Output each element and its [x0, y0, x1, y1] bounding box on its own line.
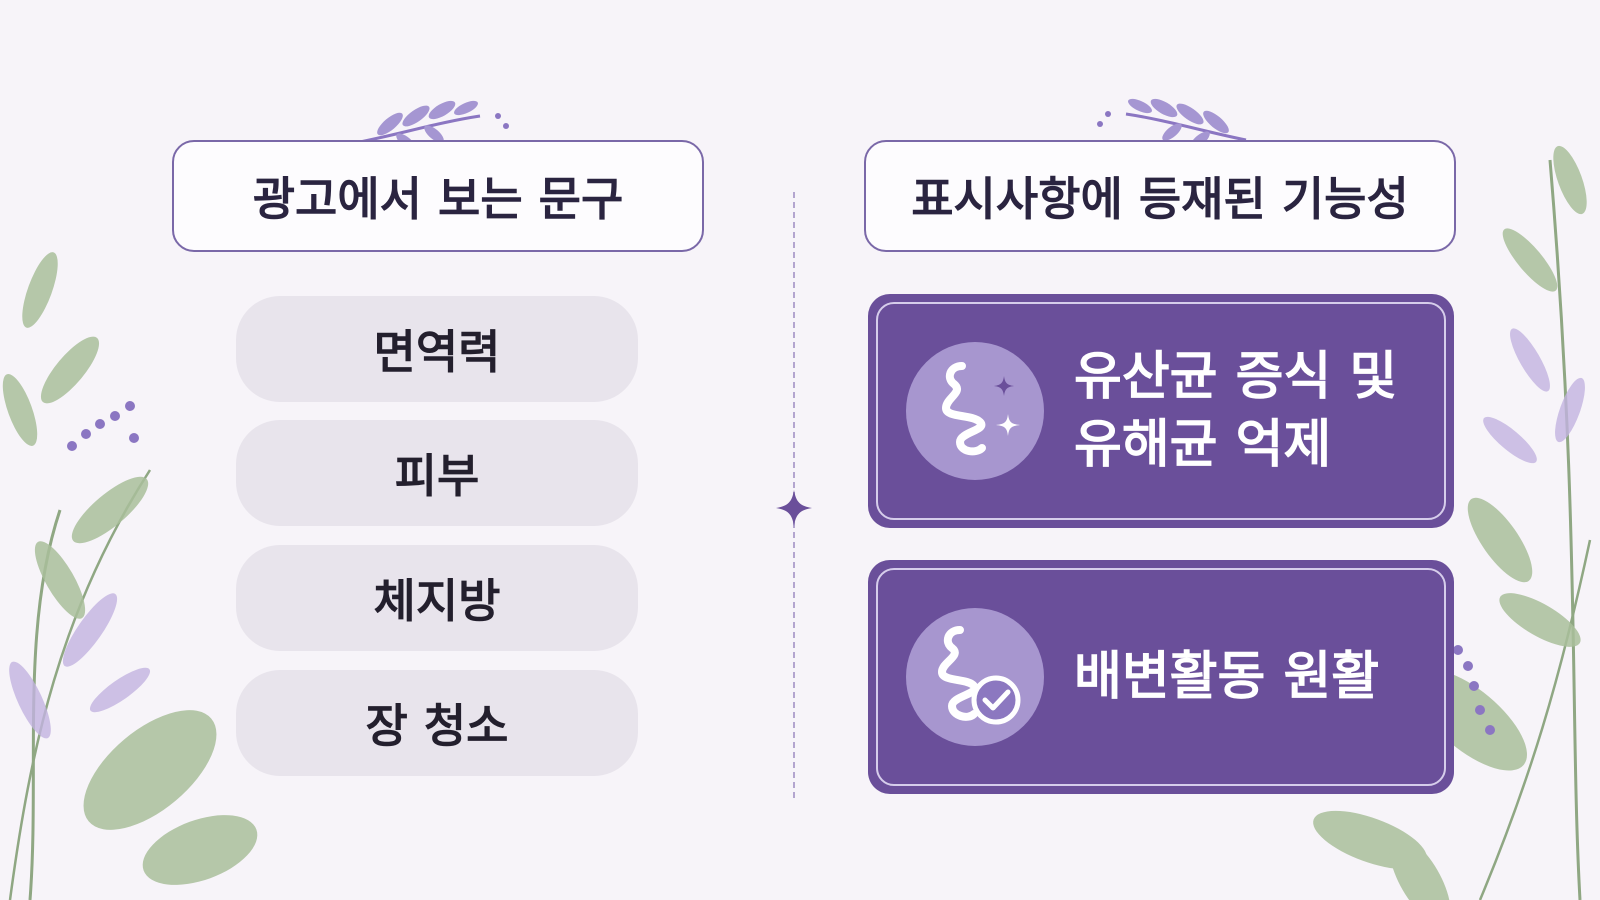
intestine-sparkle-icon: [906, 342, 1044, 480]
right-column-header-text: 표시사항에 등재된 기능성: [911, 172, 1409, 226]
function-card-bowel: 배변활동 원활: [868, 560, 1454, 794]
function-card-text: 유산균 증식 및 유해균 억제: [1074, 343, 1397, 479]
ad-claim-pill: 장 청소: [236, 670, 638, 776]
intestine-check-icon: [906, 608, 1044, 746]
ad-claim-pill: 피부: [236, 420, 638, 526]
left-column-header: 광고에서 보는 문구: [172, 140, 704, 252]
ad-claim-pill: 면역력: [236, 296, 638, 402]
left-column-header-text: 광고에서 보는 문구: [252, 172, 624, 226]
right-column-header: 표시사항에 등재된 기능성: [864, 140, 1456, 252]
ad-claim-text: 장 청소: [365, 699, 509, 753]
ad-claim-text: 피부: [394, 449, 480, 503]
divider-sparkle-icon: [776, 490, 812, 526]
ad-claim-text: 체지방: [373, 574, 501, 628]
ad-claim-pill: 체지방: [236, 545, 638, 651]
function-card-text: 배변활동 원활: [1074, 643, 1379, 711]
left-foliage-decoration: [2, 252, 258, 900]
function-card-line: 배변활동 원활: [1074, 647, 1380, 707]
function-card-line: 유해균 억제: [1074, 415, 1332, 475]
ad-claim-text: 면역력: [373, 325, 501, 379]
function-card-line: 유산균 증식 및: [1074, 347, 1398, 407]
function-card-probiotics: 유산균 증식 및 유해균 억제: [868, 294, 1454, 528]
